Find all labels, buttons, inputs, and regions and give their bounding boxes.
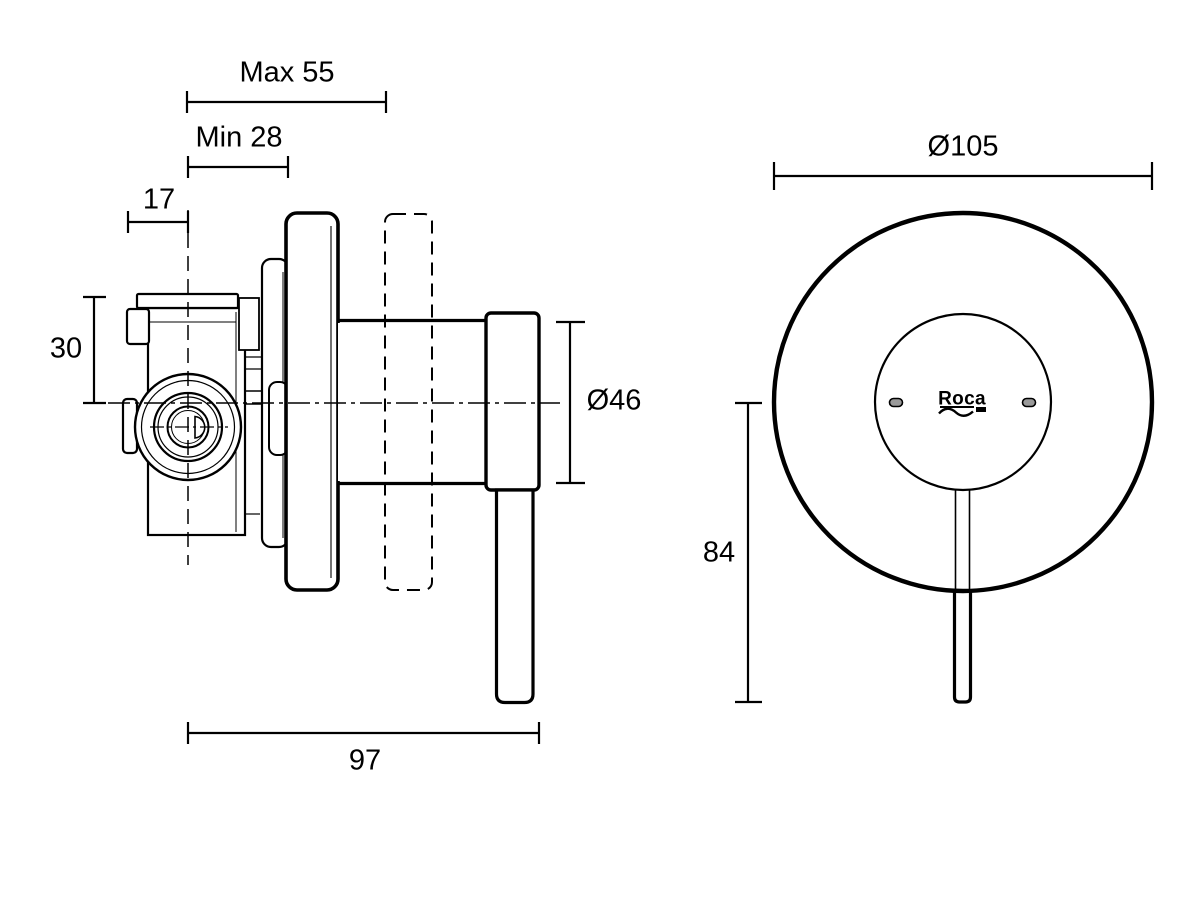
side-view	[83, 91, 585, 744]
dim-label-overall-length: 97	[348, 744, 382, 777]
logo-slot-left	[888, 397, 904, 408]
wall-hidden-outline	[384, 213, 433, 591]
dim-30-line	[83, 295, 106, 405]
handle-side	[494, 488, 535, 705]
dim-label-body-height: 30	[49, 332, 83, 365]
port-keyway	[194, 415, 206, 439]
dim-46-line	[556, 320, 585, 485]
logo-slots	[888, 397, 1037, 408]
dim-105-line	[772, 162, 1154, 190]
dim-max55-line	[185, 91, 388, 113]
dimension-lines-side	[83, 91, 585, 744]
dim-label-plate-diameter: Ø105	[927, 130, 999, 163]
trim-sleeve	[338, 311, 541, 492]
cover-plate-front	[771, 210, 1155, 594]
dim-97-line	[186, 722, 541, 744]
sleeve-cap	[484, 311, 541, 492]
brand-logo-text: Roca	[938, 388, 986, 410]
front-view	[735, 162, 1155, 704]
dim-min28-line	[186, 156, 290, 178]
logo-slot-right	[1021, 397, 1037, 408]
dimension-lines-front	[735, 162, 1154, 704]
dim-label-min-depth: Min 28	[195, 121, 283, 154]
plate-inner-circle	[873, 312, 1053, 492]
dim-17-line	[126, 211, 190, 233]
dim-84-line	[735, 401, 762, 704]
dim-label-handle-length: 84	[702, 536, 736, 569]
centerlines	[108, 210, 560, 565]
body-step	[238, 297, 260, 351]
cover-plate-side	[284, 211, 340, 592]
dim-label-sleeve-diameter: Ø46	[586, 384, 642, 417]
dim-label-max-depth: Max 55	[239, 56, 335, 89]
handle-front	[952, 490, 973, 704]
logo-underline	[938, 406, 986, 417]
body-upper-tab	[125, 307, 151, 346]
dim-label-center-offset: 17	[142, 183, 176, 216]
